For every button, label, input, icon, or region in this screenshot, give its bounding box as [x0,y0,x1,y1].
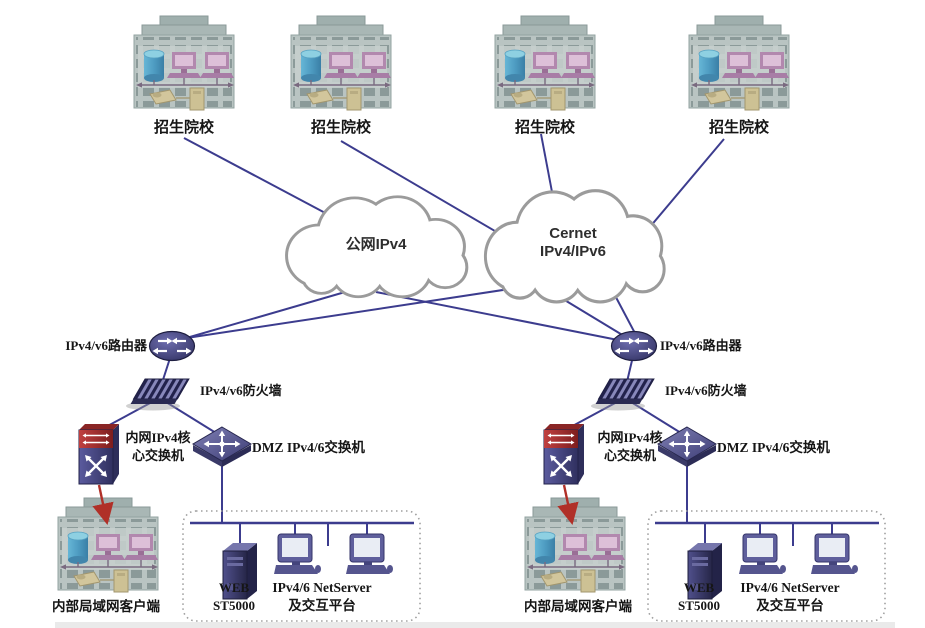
bottom-edge-shadow [55,622,895,628]
campus-building-icon-4 [688,15,790,111]
right-router-label: IPv4/v6路由器 [660,338,742,353]
campus-building-icon-2 [290,15,392,111]
dmz-switch-icon-right [657,426,717,468]
left-firewall-label: IPv4/v6防火墙 [200,383,282,398]
netserver-computer-icon-left-1 [273,533,322,575]
netserver-computer-icon-right-2 [810,533,859,575]
core-switch-icon-right [542,422,586,486]
site-label-2: 招生院校 [310,120,372,136]
right-core-switch-label-line2: 心交换机 [603,448,657,463]
right-netserver-label-line2: 及交互平台 [756,598,824,613]
dmz-zone-box-left [182,510,421,622]
router-icon-right [610,330,658,362]
right-core-switch-label-line1: 内网IPv4核 [597,430,663,445]
lan-building-icon-right [524,497,626,593]
site-label-4: 招生院校 [708,120,770,136]
right-lan-client-label: 内部局域网客户端 [524,599,632,614]
left-web-server-label-line2: ST5000 [213,598,255,613]
lan-building-icon-left [57,497,159,593]
red-link-line-right [557,484,579,526]
left-dmz-switch-label: DMZ IPv4/6交换机 [252,440,365,455]
red-link-line-left [92,484,114,526]
campus-building-icon-1 [133,15,235,111]
core-switch-icon-left [77,422,121,486]
cloud-to-router-links [175,285,638,343]
firewall-icon-right [590,378,655,411]
site-label-1: 招生院校 [153,120,215,136]
left-netserver-label-line2: 及交互平台 [288,598,356,613]
right-web-server-label-line2: ST5000 [678,598,720,613]
right-web-server-label-line1: WEB [683,580,715,595]
left-netserver-label-line1: IPv4/6 NetServer [272,580,372,595]
right-netserver-label-line1: IPv4/6 NetServer [740,580,840,595]
dmz-zone-box-right [647,510,886,622]
campus-building-icon-3 [494,15,596,111]
cernet-cloud-label-line1: Cernet [549,225,597,242]
left-lan-client-label: 内部局域网客户端 [52,599,160,614]
left-web-server-label-line1: WEB [218,580,250,595]
left-core-switch-label-line1: 内网IPv4核 [125,430,191,445]
site-label-3: 招生院校 [514,120,576,136]
public-cloud-label: 公网IPv4 [345,236,407,253]
left-core-switch-label-line2: 心交换机 [131,448,185,463]
netserver-computer-icon-left-2 [345,533,394,575]
cernet-cloud-label-line2: IPv4/IPv6 [540,243,606,260]
right-dmz-switch-label: DMZ IPv4/6交换机 [717,440,830,455]
firewall-icon-left [125,378,190,411]
dmz-switch-icon-left [192,426,252,468]
router-icon-left [148,330,196,362]
left-router-label: IPv4/v6路由器 [65,338,147,353]
right-firewall-label: IPv4/v6防火墙 [665,383,747,398]
netserver-computer-icon-right-1 [738,533,787,575]
